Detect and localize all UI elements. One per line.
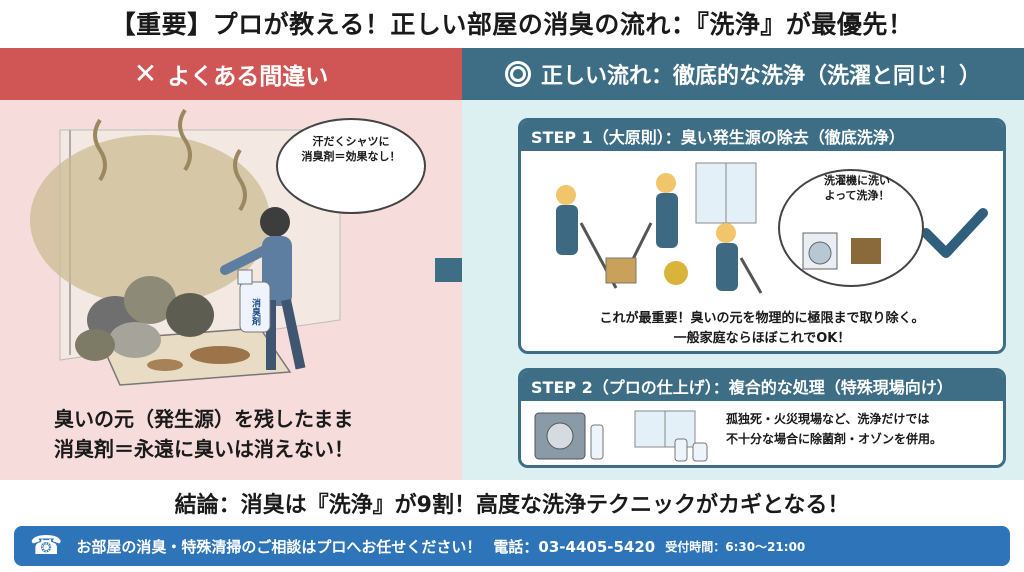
step1-bubble-text: 洗濯機に洗い よって洗浄！: [824, 174, 890, 202]
wrong-header: ✕ よくある間違い: [0, 48, 462, 100]
correct-header: 正しい流れ：徹底的な洗浄（洗濯と同じ！）: [462, 48, 1024, 100]
phone-icon: ☎: [30, 531, 63, 561]
wrong-caption: 臭いの元（発生源）を残したまま 消臭剤＝永遠に臭いは消えない！: [54, 407, 354, 461]
step1-illustration: [556, 162, 988, 294]
cross-icon: ✕: [133, 57, 158, 90]
spray-label: 消臭剤: [250, 297, 262, 326]
step2-title: STEP 2（プロの仕上げ）：複合的な処理（特殊現場向け）: [521, 371, 1003, 401]
double-circle-icon: [504, 61, 531, 87]
wrong-illustration: 消臭剤: [30, 108, 341, 386]
correct-header-label: 正しい流れ：徹底的な洗浄（洗濯と同じ！）: [540, 64, 981, 89]
step1-card: STEP 1（大原則）：臭い発生源の除去（徹底洗浄） 洗濯機に洗い よって洗浄！: [518, 118, 1006, 354]
checkmark-icon: [921, 208, 988, 258]
business-hours: 受付時間：6:30〜21:00: [665, 539, 806, 554]
conclusion: 結論：消臭は『洗浄』が9割！高度な洗浄テクニックがカギとなる！: [174, 493, 850, 518]
contact-message: お部屋の消臭・特殊清掃のご相談はプロへお任せください！: [76, 537, 482, 556]
thought-bubble: [276, 118, 426, 214]
page-title: 【重要】プロが教える！正しい部屋の消臭の流れ：『洗浄』が最優先！: [110, 10, 914, 39]
step2-note: 孤独死・火災現場など、洗浄だけでは 不十分な場合に除菌剤・オゾンを併用。: [726, 412, 943, 446]
step1-note: これが最重要！臭いの元を物理的に極限まで取り除く。 一般家庭ならほぼこれでOK！: [599, 311, 925, 346]
step2-card: STEP 2（プロの仕上げ）：複合的な処理（特殊現場向け） 孤独死・火災現場など…: [518, 368, 1006, 468]
bubble-text: 汗だくシャツに 消臭剤＝効果なし！: [301, 135, 401, 163]
phone-number[interactable]: 電話：03-4405-5420: [493, 537, 656, 556]
step1-title: STEP 1（大原則）：臭い発生源の除去（徹底洗浄）: [521, 121, 1003, 151]
step2-illustration: [534, 410, 708, 462]
wrong-panel: 消臭剤 汗だくシャツに 消臭剤＝効果なし！: [0, 100, 462, 480]
contact-banner[interactable]: ☎ お部屋の消臭・特殊清掃のご相談はプロへお任せください！ 電話：03-4405…: [14, 526, 1010, 566]
wrong-header-label: よくある間違い: [167, 64, 329, 90]
